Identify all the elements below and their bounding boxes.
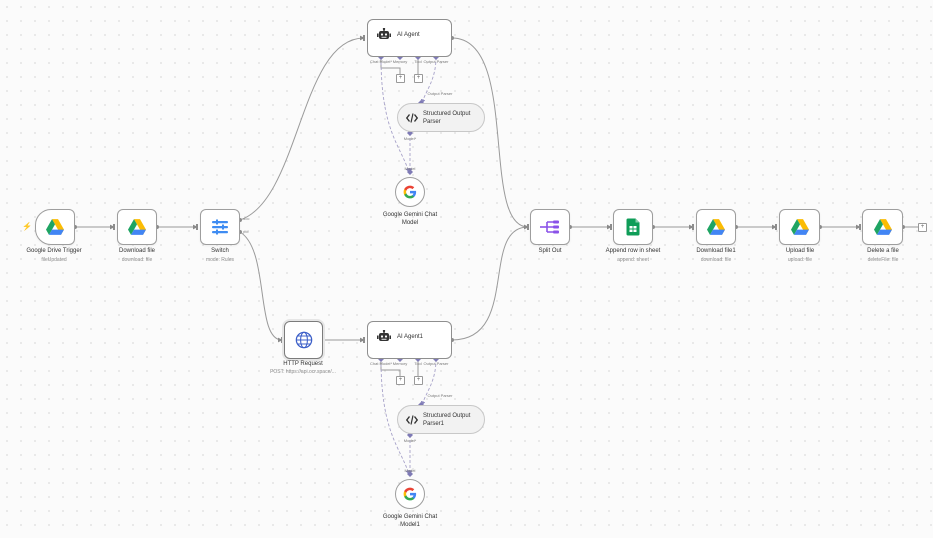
node-subtitle: download: file <box>121 257 153 263</box>
node-label: Google Gemini Chat Model <box>382 212 438 226</box>
node-structured-output-parser[interactable]: Structured Output Parser <box>397 103 485 132</box>
node-subtitle: append: sheet <box>617 257 649 263</box>
node-ai-agent[interactable]: AI Agent <box>367 19 452 57</box>
add-next-node-button[interactable]: + <box>918 223 927 232</box>
google-drive-icon <box>790 219 809 235</box>
node-append-row-in-sheet[interactable] <box>613 209 653 245</box>
node-label: Append row in sheet <box>605 248 661 254</box>
node-google-gemini-chat-model[interactable] <box>395 177 425 207</box>
edge-label-model: Model <box>404 166 416 171</box>
node-label: HTTP Request <box>283 361 323 367</box>
code-icon <box>406 113 418 123</box>
node-google-drive-trigger[interactable] <box>35 209 75 245</box>
port-memory-label: Memory <box>392 361 408 366</box>
node-subtitle: mode: Rules <box>205 257 235 263</box>
google-g-icon <box>403 487 417 501</box>
google-sheets-icon <box>626 218 640 236</box>
port-chat-model-label: Chat Model* <box>369 59 393 64</box>
edge-agent1-split <box>451 224 529 341</box>
google-drive-icon <box>873 219 892 235</box>
port-output-parser-label: Output Parser <box>423 59 449 64</box>
switch-output-doc: doc <box>243 216 250 221</box>
edge-agent-split <box>451 37 529 230</box>
node-upload-file[interactable] <box>779 209 820 245</box>
node-structured-output-parser1[interactable]: Structured Output Parser1 <box>397 405 485 434</box>
node-label: Structured Output Parser <box>423 111 471 125</box>
globe-icon <box>295 331 312 349</box>
node-subtitle: POST: https://api.ocr.space/... <box>270 369 336 375</box>
lightning-bolt-icon: ⚡ <box>22 222 32 231</box>
node-subtitle: fileUpdated <box>41 257 67 263</box>
node-switch[interactable] <box>200 209 240 245</box>
node-label: Google Gemini Chat Model1 <box>382 514 438 528</box>
node-split-out[interactable] <box>530 209 570 245</box>
edge-label-model-star: Model* <box>403 136 417 141</box>
edge-label-model: Model <box>404 468 416 473</box>
google-drive-icon <box>46 219 64 235</box>
google-drive-icon <box>707 219 725 235</box>
code-icon <box>406 415 418 425</box>
add-memory-button[interactable]: + <box>396 74 405 83</box>
robot-icon <box>377 28 391 39</box>
robot-icon <box>377 330 391 341</box>
add-memory-button[interactable]: + <box>396 376 405 385</box>
node-download-file[interactable] <box>117 209 157 245</box>
node-label: Download file1 <box>696 248 736 254</box>
edge-label-output-parser: Output Parser <box>427 91 453 96</box>
node-http-request[interactable] <box>284 321 323 359</box>
node-download-file1[interactable] <box>696 209 736 245</box>
node-label: Download file <box>118 248 156 254</box>
node-label: Delete a file <box>867 248 899 254</box>
add-tool-button[interactable]: + <box>414 74 423 83</box>
port-memory-label: Memory <box>392 59 408 64</box>
node-label: Structured Output Parser1 <box>423 413 471 427</box>
node-label: Google Drive Trigger <box>26 248 82 254</box>
edge-label-output-parser: Output Parser <box>427 393 453 398</box>
split-out-icon <box>540 220 559 234</box>
node-label: AI Agent1 <box>397 334 424 340</box>
add-tool-button[interactable]: + <box>414 376 423 385</box>
switch-output-pdf: pdf <box>243 229 249 234</box>
node-label: AI Agent <box>397 32 420 38</box>
node-label: Upload file <box>785 248 815 254</box>
port-tool-label: Tool <box>414 361 422 366</box>
google-g-icon <box>403 185 417 199</box>
edge-label-model-star: Model* <box>403 438 417 443</box>
node-subtitle: deleteFile: file <box>867 257 899 263</box>
google-drive-icon <box>128 219 146 235</box>
edge-switch-agent <box>239 35 365 221</box>
edge-switch-http <box>239 231 283 343</box>
node-label: Split Out <box>538 248 562 254</box>
node-ai-agent1[interactable]: AI Agent1 <box>367 321 452 359</box>
node-label: Switch <box>211 248 229 254</box>
port-chat-model-label: Chat Model* <box>369 361 393 366</box>
switch-icon <box>212 219 228 235</box>
node-subtitle: download: file <box>700 257 732 263</box>
node-google-gemini-chat-model1[interactable] <box>395 479 425 509</box>
port-output-parser-label: Output Parser <box>423 361 449 366</box>
node-subtitle: upload: file <box>787 257 813 263</box>
port-tool-label: Tool <box>414 59 422 64</box>
node-delete-a-file[interactable] <box>862 209 903 245</box>
